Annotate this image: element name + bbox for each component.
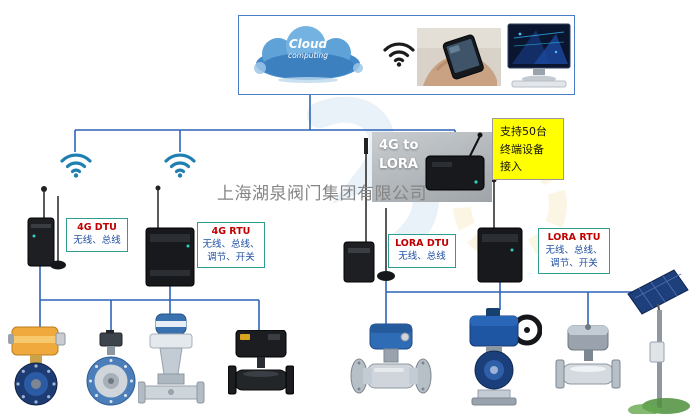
product-electric-gate-valve	[138, 313, 205, 404]
product-butterfly-valve-small-actuator	[86, 330, 136, 406]
product-black-electric-ball-valve	[228, 330, 294, 395]
cloud-subtitle: computing	[287, 51, 329, 61]
product-blue-actuator-handwheel-valve	[469, 308, 542, 406]
note-line2: 终端设备	[500, 142, 544, 156]
node-4g-dtu: 4G DTU 无线、总线	[66, 218, 128, 252]
desktop-monitor-photo	[506, 22, 572, 90]
note-line1: 支持50台	[500, 125, 547, 138]
hand-holding-phone-photo	[417, 28, 501, 86]
wifi-icon-header	[383, 42, 415, 67]
gateway-label: 4G to LORA	[379, 137, 418, 175]
rtu-4g-device	[145, 185, 195, 287]
node-lora-dtu-title: LORA DTU	[395, 238, 449, 249]
wifi-icon-4g-dtu	[60, 153, 92, 178]
node-lora-rtu: LORA RTU 无线、总线、 调节、开关	[538, 228, 610, 275]
node-4g-rtu: 4G RTU 无线、总线、 调节、开关	[197, 222, 265, 269]
dtu-4g-device	[27, 186, 66, 270]
node-lora-rtu-desc1: 无线、总线、	[545, 244, 603, 256]
node-4g-rtu-desc2: 调节、开关	[207, 251, 255, 263]
note-line3: 接入	[500, 160, 522, 174]
wifi-icon-4g-rtu	[164, 153, 196, 178]
gateway-photo	[372, 132, 492, 202]
product-stainless-electric-ball-valve	[555, 324, 621, 389]
node-lora-rtu-title: LORA RTU	[547, 232, 601, 243]
node-lora-dtu: LORA DTU 无线、总线	[388, 234, 456, 268]
cloud-title: Cloud	[288, 37, 328, 51]
gateway-label-line2: LORA	[379, 156, 418, 172]
company-watermark: 上海湖泉阀门集团有限公司	[217, 184, 427, 204]
product-blue-electric-flanged-ball-valve	[350, 323, 432, 394]
cloud-label: Cloud computing	[268, 37, 348, 61]
gateway-label-line1: 4G to	[379, 138, 419, 153]
node-4g-rtu-desc1: 无线、总线、	[202, 238, 260, 250]
lora-dtu-device	[343, 138, 395, 283]
cloud-computing-icon	[254, 26, 363, 83]
capacity-note: 支持50台 终端设备 接入	[492, 118, 564, 180]
product-yellow-electric-butterfly-valve	[8, 326, 66, 406]
product-solar-power-pole	[627, 269, 690, 414]
node-lora-dtu-desc: 无线、总线	[398, 250, 446, 262]
node-4g-dtu-title: 4G DTU	[77, 222, 117, 233]
node-lora-rtu-desc2: 调节、开关	[550, 257, 598, 269]
node-4g-dtu-desc: 无线、总线	[73, 234, 121, 246]
node-4g-rtu-title: 4G RTU	[211, 226, 251, 237]
